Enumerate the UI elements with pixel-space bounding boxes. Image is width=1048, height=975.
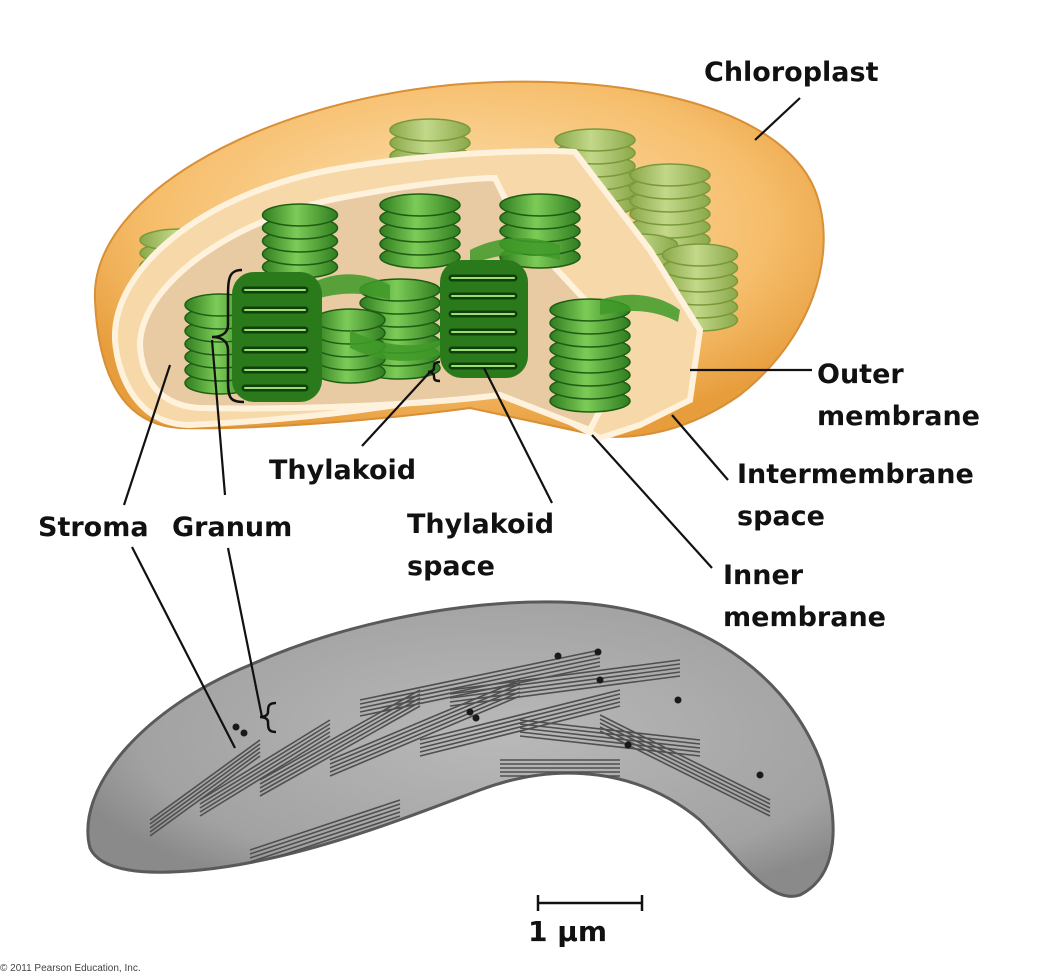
- thylakoid-striation: [199, 719, 331, 801]
- thylakoid-striation: [419, 705, 621, 757]
- thylakoid-striation: [419, 697, 621, 749]
- thylakoid-striation: [359, 657, 601, 709]
- leader-lines: [122, 97, 812, 749]
- thylakoid-striation: [599, 722, 771, 809]
- label-intermembrane-space: Intermembrane space: [737, 459, 974, 532]
- label-thylakoid-space: Thylakoid space: [407, 509, 555, 582]
- thylakoid-striation: [449, 667, 681, 699]
- scale-bar-label: 1 µm: [528, 915, 608, 948]
- label-granum: Granum: [172, 512, 293, 543]
- plastoglobule: [240, 729, 248, 737]
- thylakoid-striation: [419, 693, 621, 745]
- thylakoid-striation: [249, 807, 401, 859]
- leader-stroma-bottom: [131, 546, 236, 749]
- label-stroma: Stroma: [38, 512, 149, 543]
- thylakoid-striation: [259, 705, 421, 797]
- thylakoid-striation: [449, 663, 681, 695]
- thylakoid-striation: [199, 731, 331, 813]
- plastoglobule: [466, 708, 474, 716]
- label-outer-membrane: Outer membrane: [817, 359, 980, 432]
- thylakoid-striation: [359, 661, 601, 713]
- thylakoid-striation: [519, 727, 701, 749]
- scale-bar: [536, 895, 644, 911]
- thylakoid-striation: [519, 719, 701, 741]
- thylakoid-striation: [599, 714, 771, 801]
- leader-granum-top: [210, 339, 227, 496]
- plastoglobule: [756, 771, 764, 779]
- granum-stack: [261, 203, 339, 279]
- label-thylakoid: Thylakoid: [269, 455, 417, 486]
- leader-stroma-top: [122, 364, 172, 506]
- leader-granum-bottom: [226, 547, 264, 718]
- thylakoid-striation: [519, 723, 701, 745]
- thylakoid-striation: [149, 751, 261, 833]
- cut-granum: [232, 260, 528, 402]
- granum-stack: [549, 298, 631, 413]
- label-chloroplast: Chloroplast: [704, 57, 879, 88]
- plastoglobule: [674, 696, 682, 704]
- thylakoid-striation: [249, 811, 401, 863]
- plastoglobule: [596, 676, 604, 684]
- thylakoid-striation: [359, 665, 601, 717]
- plastoglobule: [554, 652, 562, 660]
- plastoglobule: [594, 648, 602, 656]
- thylakoid-striation: [449, 675, 681, 707]
- plastoglobule: [472, 714, 480, 722]
- thylakoid-striation: [199, 723, 331, 805]
- leader-inner-membrane: [591, 434, 713, 569]
- thylakoid-striation: [249, 799, 401, 851]
- micrograph-bracket: [259, 701, 277, 734]
- electron-micrograph: [86, 600, 835, 898]
- thylakoid-striation: [329, 695, 521, 777]
- thylakoid-striation: [149, 739, 261, 821]
- label-inner-membrane: Inner membrane: [723, 560, 886, 633]
- leader-thylakoid-space: [483, 367, 553, 504]
- thylakoid-striation: [259, 697, 421, 789]
- granum-bracket: [211, 268, 441, 404]
- thylakoid-striation: [199, 735, 331, 817]
- granum-stack: [379, 193, 461, 269]
- thylakoid-striation: [259, 701, 421, 793]
- copyright-credit: © 2011 Pearson Education, Inc.: [0, 963, 141, 974]
- granum-stack: [661, 243, 739, 332]
- thylakoid-striation: [599, 718, 771, 805]
- leader-intermembrane-space: [671, 414, 729, 481]
- thylakoid-striation: [599, 726, 771, 813]
- leader-chloroplast: [754, 97, 801, 141]
- thylakoid-striation: [359, 653, 601, 705]
- thylakoid-striation: [149, 747, 261, 829]
- thylakoid-striation: [519, 731, 701, 753]
- thylakoid-striation: [419, 689, 621, 741]
- leader-thylakoid: [361, 371, 431, 447]
- thylakoid-striation: [519, 735, 701, 757]
- thylakoid-striation: [249, 803, 401, 855]
- stroma-lamellae: [300, 238, 680, 361]
- plastoglobule: [624, 741, 632, 749]
- granum-stack: [499, 193, 581, 269]
- thylakoid-striation: [329, 691, 521, 773]
- thylakoid-striation: [199, 727, 331, 809]
- thylakoid-striation: [449, 671, 681, 703]
- thylakoid-striation: [149, 743, 261, 825]
- thylakoid-striation: [419, 701, 621, 753]
- plastoglobule: [232, 723, 240, 731]
- thylakoid-striation: [449, 659, 681, 691]
